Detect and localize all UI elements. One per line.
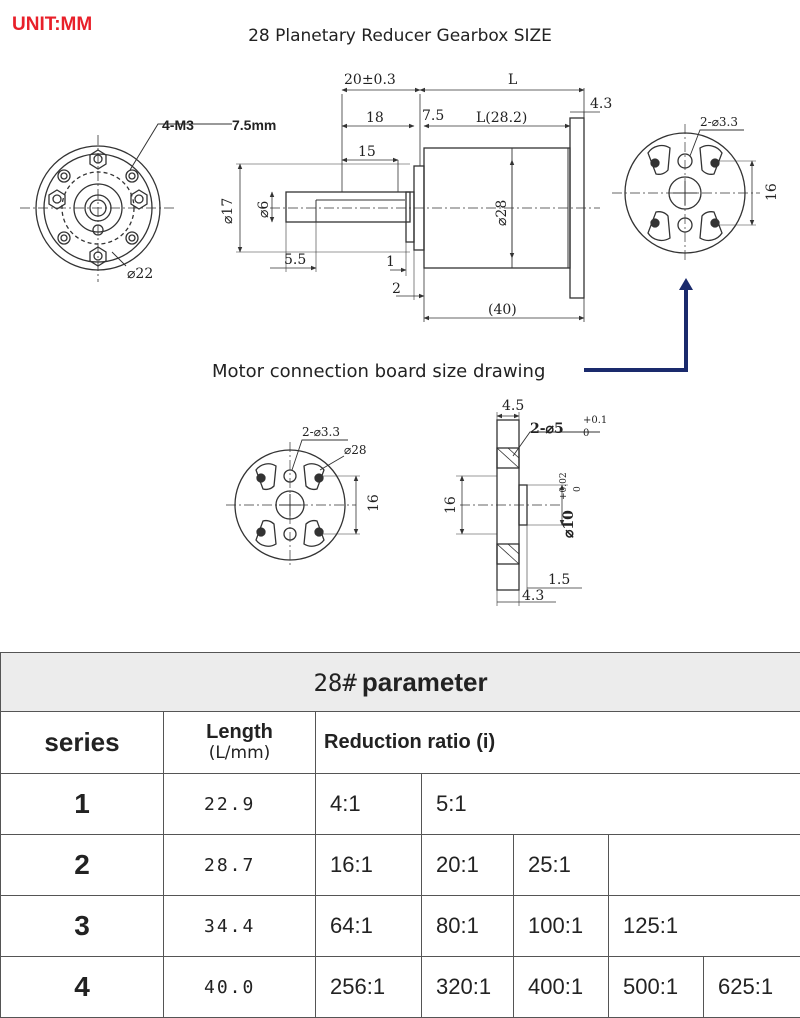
- series-cell: 3: [0, 895, 164, 957]
- board-side-holes: 2-⌀5: [530, 421, 564, 437]
- header-reduction-ratio: Reduction ratio (i): [314, 711, 800, 774]
- side-view: [236, 87, 600, 322]
- parameter-table: 28# parameter series Length (L/mm) Reduc…: [0, 652, 800, 1018]
- length-cell: 28.7: [163, 834, 316, 896]
- dim-5-5: 5.5: [284, 252, 306, 268]
- thread-depth: 7.5mm: [232, 117, 276, 133]
- drawing-title: 28 Planetary Reducer Gearbox SIZE: [248, 26, 552, 46]
- rear-dim-16: 16: [764, 183, 780, 201]
- bolt-circle-dim: ⌀22: [127, 266, 153, 282]
- series-cell: 1: [0, 773, 164, 835]
- board-front-view: [226, 439, 360, 568]
- ratio-cell: 16:1: [315, 834, 422, 896]
- motor-board-caption: Motor connection board size drawing: [212, 361, 546, 382]
- ratio-cell: 64:1: [315, 895, 422, 957]
- ratio-cell: 400:1: [513, 956, 609, 1018]
- dim-L-28: L(28.2): [476, 110, 527, 126]
- ratio-cell: 500:1: [608, 956, 704, 1018]
- header-length-label: Length: [206, 721, 273, 744]
- dim-15: 15: [358, 144, 376, 160]
- front-view: [20, 123, 232, 282]
- dim-40: (40): [488, 302, 517, 318]
- ratio-cell: 320:1: [421, 956, 514, 1018]
- ratio-cell: 256:1: [315, 956, 422, 1018]
- table-row: 1 22.9 4:1 5:1: [0, 773, 800, 835]
- dim-18: 18: [366, 110, 384, 126]
- board-bore-dim: ⌀10: [561, 510, 577, 538]
- length-cell: 34.4: [163, 895, 316, 957]
- rear-view: [612, 124, 760, 262]
- dim-phi17: ⌀17: [220, 198, 236, 224]
- table-row: 2 28.7 16:1 20:1 25:1: [0, 834, 800, 896]
- board-bore-tol-upper: +0.02: [559, 472, 569, 500]
- parameter-title-word: parameter: [361, 666, 488, 697]
- ratio-cell: 4:1: [315, 773, 422, 835]
- board-front-dim-16: 16: [366, 494, 382, 512]
- parameter-title: 28# parameter: [0, 652, 800, 712]
- board-bore-tol-lower: 0: [573, 486, 583, 492]
- ratio-cell: 5:1: [420, 773, 800, 835]
- dim-2: 2: [392, 281, 401, 297]
- table-row: 4 40.0 256:1 320:1 400:1 500:1 625:1: [0, 956, 800, 1018]
- ratio-cell: 100:1: [513, 895, 609, 957]
- board-holes-dim: 2-⌀3.3: [302, 425, 340, 439]
- ratio-cell: 80:1: [421, 895, 514, 957]
- dim-L: L: [508, 72, 517, 88]
- parameter-title-num: 28#: [313, 668, 357, 697]
- board-side-dim-16: 16: [443, 496, 459, 514]
- dim-phi28: ⌀28: [494, 200, 510, 226]
- series-cell: 2: [0, 834, 164, 896]
- header-length: Length (L/mm): [163, 711, 316, 774]
- dim-4-3: 4.3: [590, 96, 612, 112]
- board-dim-4-3: 4.3: [522, 588, 544, 604]
- board-dim-1-5: 1.5: [548, 572, 570, 588]
- length-cell: 40.0: [163, 956, 316, 1018]
- header-length-unit: (L/mm): [208, 743, 271, 764]
- unit-label: UNIT:MM: [12, 14, 93, 35]
- rear-holes-dim: 2-⌀3.3: [700, 115, 738, 129]
- dim-7-5: 7.5: [422, 108, 444, 124]
- technical-drawing: 4-M3 7.5mm ⌀22: [20, 72, 780, 606]
- table-row: 3 34.4 64:1 80:1 100:1 125:1: [0, 895, 800, 957]
- ratio-cell: 25:1: [513, 834, 609, 896]
- dim-20: 20±0.3: [344, 72, 396, 88]
- board-holes-tol-upper: +0.1: [583, 415, 607, 426]
- ratio-cell: 125:1: [607, 895, 800, 957]
- series-cell: 4: [0, 956, 164, 1018]
- length-cell: 22.9: [163, 773, 316, 835]
- dim-1: 1: [386, 254, 395, 270]
- ratio-cell: 625:1: [702, 956, 800, 1018]
- dim-phi6: ⌀6: [256, 201, 272, 218]
- ratio-cell: [607, 834, 800, 896]
- thread-spec: 4-M3: [162, 117, 194, 133]
- caption-arrow: [584, 278, 693, 372]
- header-series: series: [0, 711, 164, 774]
- board-diameter-dim: ⌀28: [344, 443, 367, 457]
- board-holes-tol-lower: 0: [583, 428, 589, 439]
- board-dim-4-5: 4.5: [502, 398, 524, 414]
- ratio-cell: 20:1: [421, 834, 514, 896]
- board-side-view: [456, 412, 600, 606]
